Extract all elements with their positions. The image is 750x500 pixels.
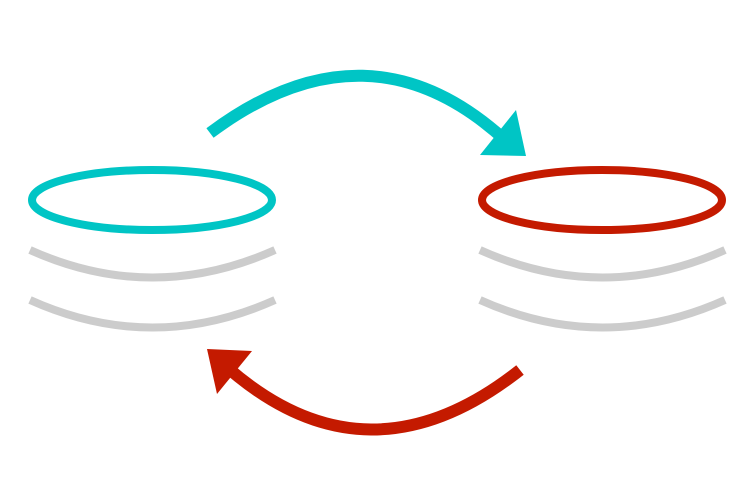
database-target-top bbox=[478, 166, 726, 234]
arrow-back-shaft bbox=[224, 363, 524, 436]
database-target-layer-2 bbox=[478, 296, 727, 332]
sync-arrow-forward-icon bbox=[206, 69, 526, 156]
database-source-layer-2 bbox=[28, 296, 277, 332]
arrow-forward-shaft bbox=[206, 69, 510, 145]
database-source-layer-1 bbox=[28, 246, 277, 282]
sync-arrow-back-icon bbox=[207, 349, 524, 436]
database-target-icon bbox=[478, 166, 727, 332]
database-source-top bbox=[28, 166, 276, 234]
database-source-icon bbox=[28, 166, 277, 332]
arrow-back-head bbox=[207, 349, 252, 394]
arrow-forward-head bbox=[480, 110, 526, 156]
database-target-layer-1 bbox=[478, 246, 727, 282]
